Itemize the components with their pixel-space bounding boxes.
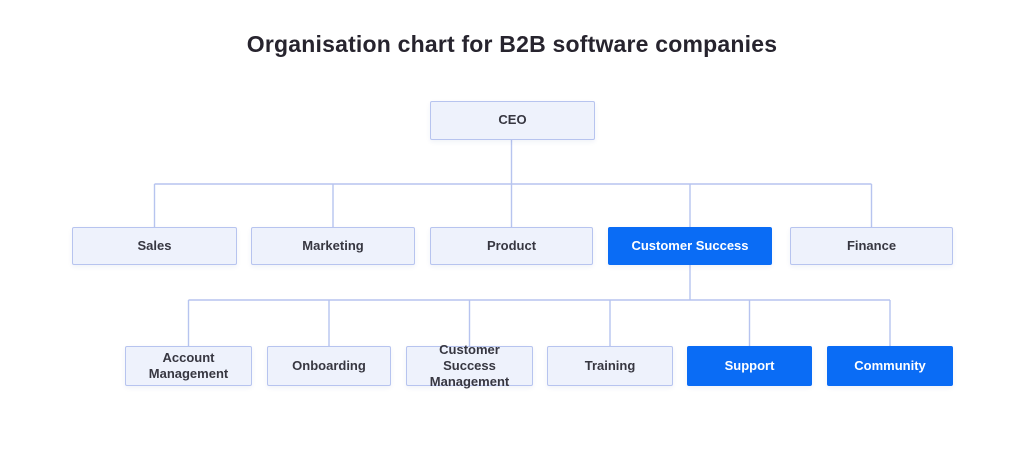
node-product: Product xyxy=(430,227,593,265)
node-training: Training xyxy=(547,346,673,386)
node-sales: Sales xyxy=(72,227,237,265)
node-onboarding: Onboarding xyxy=(267,346,391,386)
node-customer-success-management: Customer Success Management xyxy=(406,342,533,389)
node-support: Support xyxy=(687,346,812,386)
node-finance: Finance xyxy=(790,227,953,265)
chart-title: Organisation chart for B2B software comp… xyxy=(246,31,778,57)
node-customer-success: Customer Success xyxy=(608,227,772,265)
node-ceo: CEO xyxy=(430,101,595,140)
node-marketing: Marketing xyxy=(251,227,415,265)
node-community: Community xyxy=(827,346,953,386)
node-account-management: Account Management xyxy=(125,346,252,386)
